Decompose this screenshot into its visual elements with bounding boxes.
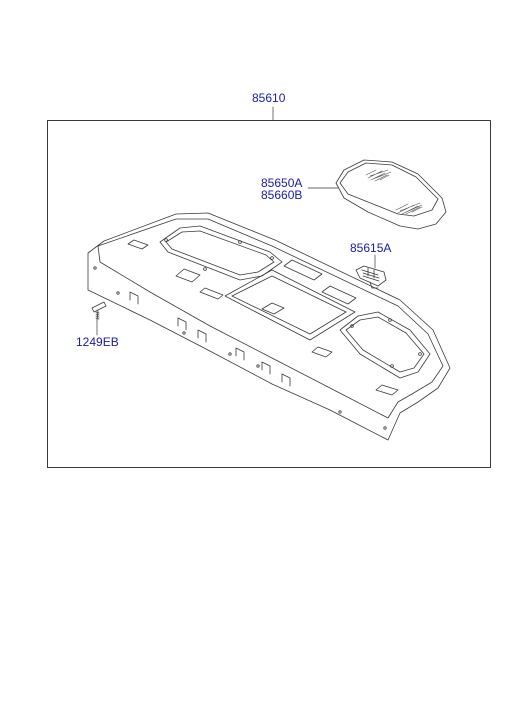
assembly-frame xyxy=(47,120,491,468)
screw xyxy=(91,301,107,321)
tray-front-notches xyxy=(129,291,291,387)
cover-grille-texture xyxy=(365,169,423,215)
right-speaker-rim xyxy=(345,316,425,373)
tray-outline xyxy=(87,212,451,441)
clip-leg xyxy=(369,281,379,289)
retaining-clip xyxy=(355,265,387,289)
center-recess-inner xyxy=(231,275,347,335)
tray-front-crease xyxy=(97,245,399,419)
center-boss xyxy=(261,302,285,315)
left-speaker-opening xyxy=(159,225,283,281)
center-recess xyxy=(224,269,356,341)
package-tray xyxy=(87,212,451,441)
tray-front-holes xyxy=(93,266,387,430)
callout-screw-1249eb[interactable]: 1249EB xyxy=(76,335,119,349)
callout-cover-85660b[interactable]: 85660B xyxy=(261,188,303,202)
screw-head xyxy=(91,301,107,313)
speaker-clips xyxy=(164,238,422,368)
cover-outline xyxy=(335,159,447,230)
left-speaker-rim xyxy=(165,230,275,276)
slot-rear-2 xyxy=(321,285,357,305)
speaker-cover xyxy=(335,159,447,230)
tray-top-edge xyxy=(97,218,444,403)
callout-assembly-85610[interactable]: 85610 xyxy=(252,91,286,105)
callout-clip-85615a[interactable]: 85615A xyxy=(350,241,392,255)
slot-left-1 xyxy=(175,268,201,283)
slot-left-2 xyxy=(199,287,224,300)
slot-rear-1 xyxy=(283,259,323,281)
screw-thread xyxy=(95,311,100,320)
cover-top-face xyxy=(339,162,439,217)
slot-right-2 xyxy=(375,384,399,396)
slot-left-3 xyxy=(127,239,149,250)
clip-ridges xyxy=(361,267,380,282)
callout-cover-85650a[interactable]: 85650A xyxy=(261,176,303,190)
slot-right-1 xyxy=(311,346,333,358)
right-speaker-opening xyxy=(339,311,431,379)
leader-lines xyxy=(96,106,376,336)
